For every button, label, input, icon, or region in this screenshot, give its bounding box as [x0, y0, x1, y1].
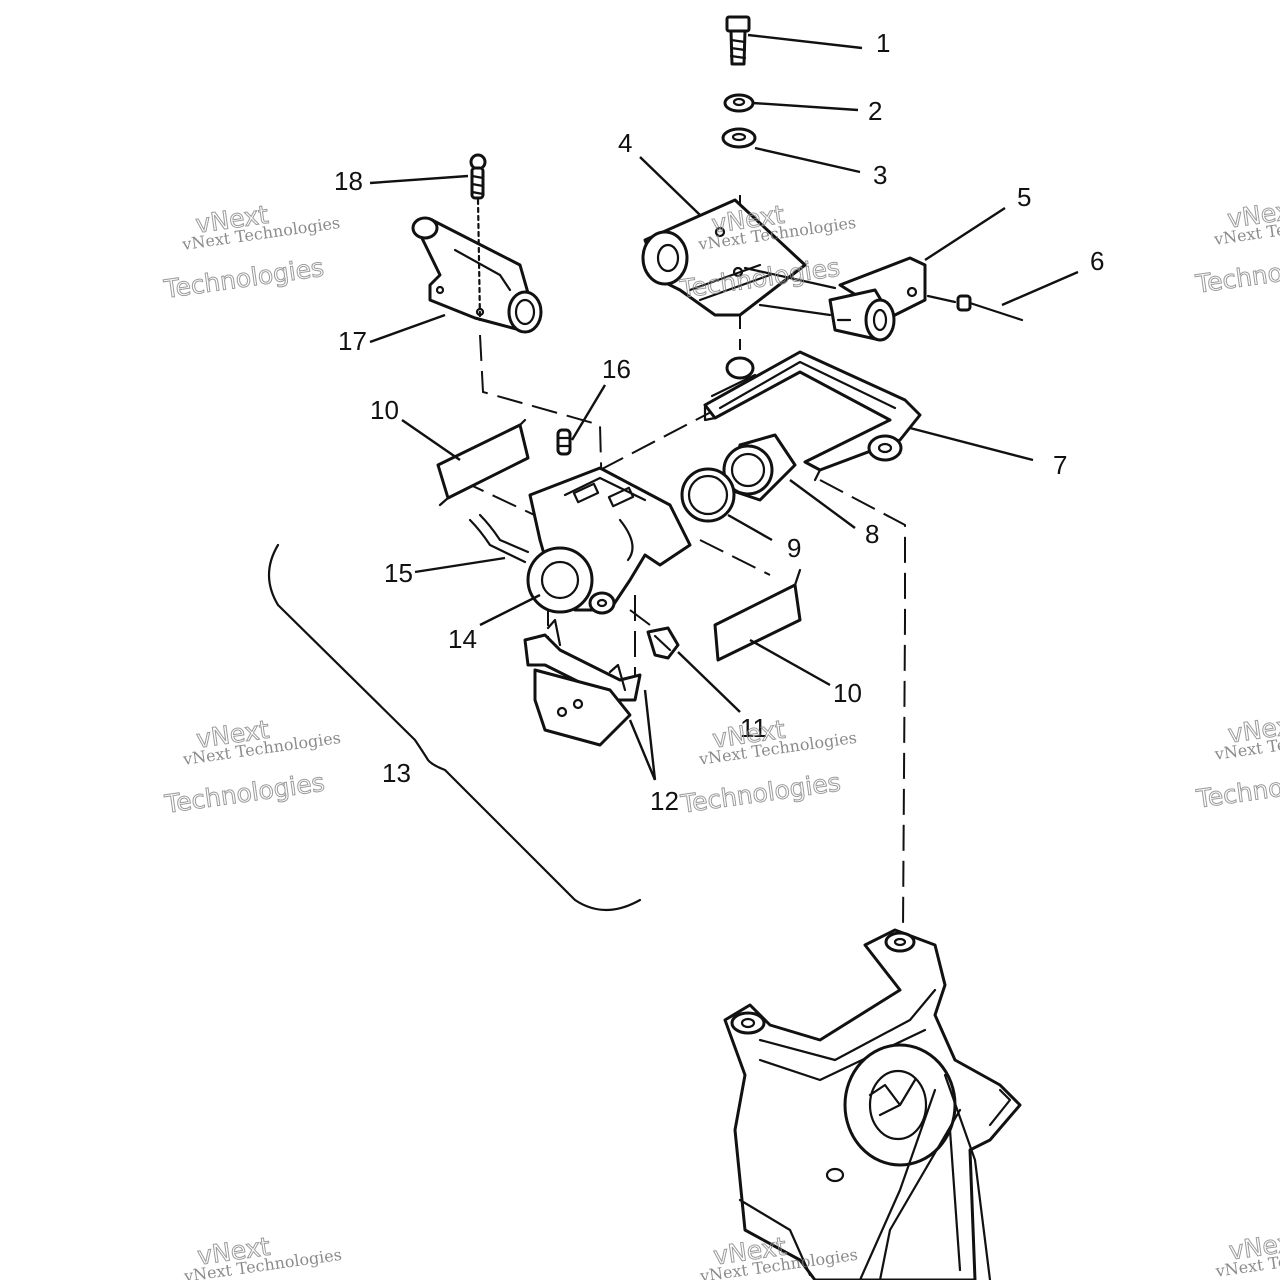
callout-18: 18	[334, 166, 363, 196]
lock-washer-part-2	[723, 93, 755, 113]
fitting-part-11	[646, 626, 680, 660]
caliper-body-part-14	[526, 466, 692, 615]
svg-text:Technologies: Technologies	[1193, 248, 1280, 299]
callout-3: 3	[873, 160, 887, 190]
watermark-bottom-left: vNext Technologies vNext	[182, 1231, 343, 1280]
svg-text:Technologies: Technologies	[162, 768, 326, 819]
lever-part-5	[743, 256, 927, 342]
brake-line-part-15	[468, 513, 530, 564]
housing-body	[723, 928, 1022, 1280]
svg-text:Technologies: Technologies	[162, 253, 326, 304]
callout-2: 2	[868, 96, 882, 126]
callout-4: 4	[618, 128, 632, 158]
callout-6: 6	[1090, 246, 1104, 276]
callout-10-lower: 10	[833, 678, 862, 708]
callout-8: 8	[865, 519, 879, 549]
watermark-bottom-right: vNext Technologies vNext	[1214, 1226, 1280, 1280]
leader-lines	[369, 33, 1079, 781]
watermark-top-right: vNext Technologies vNext Technologies	[1193, 194, 1280, 299]
shim-part-10-upper	[436, 418, 530, 507]
watermark-mid-right: vNext Technologies vNext Technologies	[1193, 709, 1280, 814]
bolt-part-1	[725, 15, 751, 66]
watermark-mid-left: vNext Technologies vNext Technologies	[162, 714, 342, 819]
svg-text:Technologies: Technologies	[678, 768, 842, 819]
screw-part-18	[469, 153, 487, 322]
piston-part-8	[722, 433, 797, 502]
callout-5: 5	[1017, 182, 1031, 212]
callout-10-upper: 10	[370, 395, 399, 425]
bleeder-part-16	[556, 428, 572, 456]
svg-text:vNext: vNext	[1227, 1227, 1280, 1266]
callout-7: 7	[1053, 450, 1067, 480]
caliper-bracket-part-7	[703, 350, 922, 482]
watermark-top-left: vNext Technologies vNext Technologies	[161, 199, 341, 304]
assembly-brace-part-13	[268, 543, 642, 911]
callout-15: 15	[384, 558, 413, 588]
brake-pads-part-12	[523, 618, 642, 747]
callout-13: 13	[382, 758, 411, 788]
bracket-part-4	[641, 198, 807, 317]
callout-16: 16	[602, 354, 631, 384]
shim-part-10-lower	[713, 568, 802, 662]
callout-11: 11	[740, 713, 767, 743]
hose-fitting-housing-part-17	[411, 216, 543, 334]
callout-17: 17	[338, 326, 367, 356]
callout-9: 9	[787, 533, 801, 563]
callout-labels: 1 2 3 4 5 6 7 8 9 10 10 11 12 13 14 15 1…	[334, 28, 1104, 816]
svg-text:Technologies: Technologies	[1194, 763, 1280, 814]
callout-14: 14	[448, 624, 477, 654]
watermark-mid-center: vNext Technologies vNext Technologies	[678, 714, 858, 819]
flat-washer-part-3	[721, 127, 757, 149]
screw-part-6	[926, 294, 1024, 322]
callout-1: 1	[876, 28, 890, 58]
callout-12: 12	[650, 786, 679, 816]
seal-ring-part-9	[680, 467, 736, 523]
